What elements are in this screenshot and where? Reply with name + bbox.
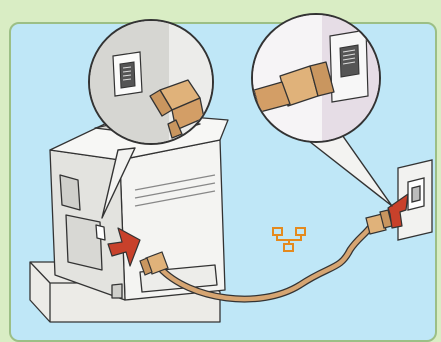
network-symbol-icon bbox=[273, 228, 305, 251]
zoom-callout-wall-jack bbox=[252, 14, 392, 206]
